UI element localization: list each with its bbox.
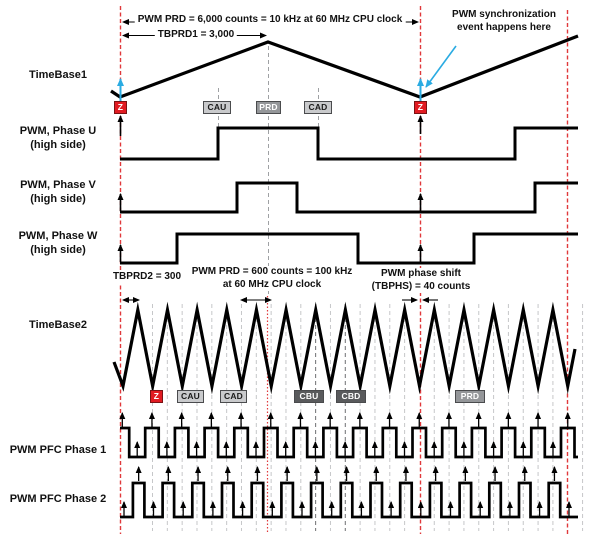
row-label-phase-v: PWM, Phase V(high side) [20, 179, 96, 205]
row-label-pfc-phase-2: PWM PFC Phase 2 [9, 493, 107, 505]
waveforms [110, 34, 579, 519]
row-label-phase-w: PWM, Phase W(high side) [18, 230, 98, 256]
row-label-timebase2: TimeBase2 [29, 319, 87, 331]
annotation-pwm-prd-6000: PWM PRD = 6,000 counts = 10 kHz at 60 MH… [134, 14, 406, 27]
event-marker-z: Z [150, 390, 163, 403]
event-marker-cad: CAD [304, 101, 332, 114]
event-marker-z: Z [414, 101, 427, 114]
row-label-timebase1: TimeBase1 [29, 69, 87, 81]
annotation-tbprd2: TBPRD2 = 300 [109, 271, 185, 284]
event-marker-cbd: CBD [336, 390, 366, 403]
event-marker-prd: PRD [455, 390, 485, 403]
event-marker-cau: CAU [203, 101, 231, 114]
event-marker-cau: CAU [177, 390, 204, 403]
annotation-phase-shift: PWM phase shift(TBPHS) = 40 counts [368, 268, 474, 293]
event-marker-cbu: CBU [294, 390, 324, 403]
event-marker-cad: CAD [220, 390, 247, 403]
event-marker-z: Z [114, 101, 127, 114]
row-label-phase-u: PWM, Phase U(high side) [19, 125, 97, 151]
annotation-tbprd1: TBPRD1 = 3,000 [154, 29, 238, 42]
event-marker-prd: PRD [256, 101, 281, 114]
row-label-pfc-phase-1: PWM PFC Phase 1 [9, 444, 107, 456]
